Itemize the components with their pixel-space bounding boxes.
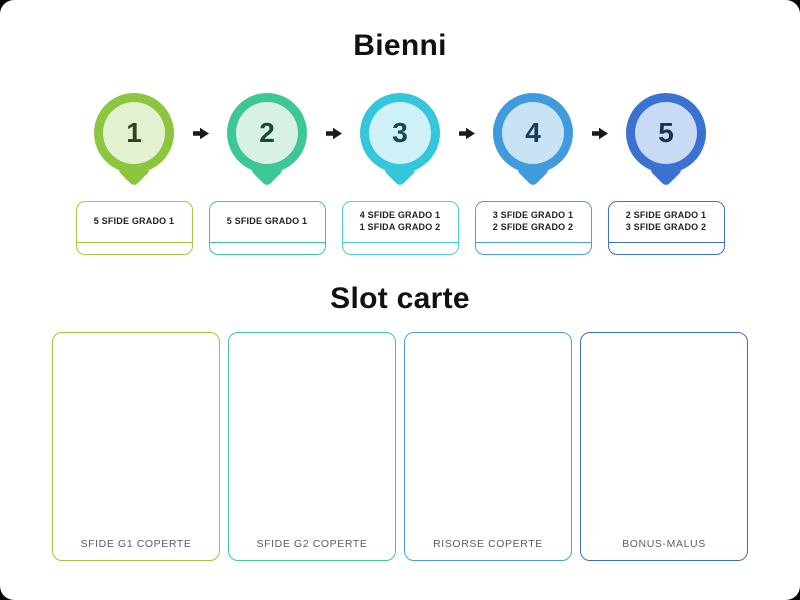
card-slots-row: SFIDE G1 COPERTE SFIDE G2 COPERTE RISORS… bbox=[0, 332, 800, 561]
biennio-stage: 2 5 SFIDE GRADO 1 bbox=[208, 93, 326, 255]
biennio-pin: 4 bbox=[493, 93, 573, 187]
card-slot[interactable]: RISORSE COPERTE bbox=[404, 332, 572, 561]
biennio-label: 5 SFIDE GRADO 1 bbox=[226, 215, 308, 226]
biennio-number: 1 bbox=[103, 102, 165, 164]
card-slot[interactable]: SFIDE G2 COPERTE bbox=[228, 332, 396, 561]
bienni-title: Bienni bbox=[353, 29, 447, 62]
label-box-divider bbox=[76, 241, 192, 243]
card-slot[interactable]: BONUS-MALUS bbox=[580, 332, 748, 561]
label-box-divider bbox=[608, 241, 724, 243]
card-slot-label: RISORSE COPERTE bbox=[433, 538, 543, 550]
bienni-track: 1 5 SFIDE GRADO 1 2 5 SFIDE GRADO 1 3 bbox=[0, 93, 800, 255]
card-slot-label: BONUS-MALUS bbox=[622, 538, 706, 550]
biennio-label-box: 5 SFIDE GRADO 1 bbox=[75, 201, 193, 255]
biennio-pin: 3 bbox=[360, 93, 440, 187]
arrow-right-icon bbox=[192, 127, 209, 140]
biennio-label-box: 5 SFIDE GRADO 1 bbox=[208, 201, 326, 255]
label-box-divider bbox=[209, 241, 325, 243]
biennio-pin: 2 bbox=[227, 93, 307, 187]
biennio-stage: 1 5 SFIDE GRADO 1 bbox=[75, 93, 193, 255]
biennio-number: 5 bbox=[635, 102, 697, 164]
arrow-right-icon bbox=[325, 127, 342, 140]
slot-carte-title: Slot carte bbox=[330, 282, 470, 315]
label-box-divider bbox=[342, 241, 458, 243]
biennio-number: 4 bbox=[502, 102, 564, 164]
biennio-pin: 5 bbox=[626, 93, 706, 187]
biennio-pin: 1 bbox=[94, 93, 174, 187]
card-slot-label: SFIDE G1 COPERTE bbox=[80, 538, 192, 550]
arrow-right-icon bbox=[591, 127, 608, 140]
biennio-number: 2 bbox=[236, 102, 298, 164]
card-slot-label: SFIDE G2 COPERTE bbox=[256, 538, 368, 550]
arrow-right-icon bbox=[458, 127, 475, 140]
biennio-label: 5 SFIDE GRADO 1 bbox=[93, 215, 175, 226]
card-slot[interactable]: SFIDE G1 COPERTE bbox=[52, 332, 220, 561]
biennio-number: 3 bbox=[369, 102, 431, 164]
label-box-divider bbox=[475, 241, 591, 243]
